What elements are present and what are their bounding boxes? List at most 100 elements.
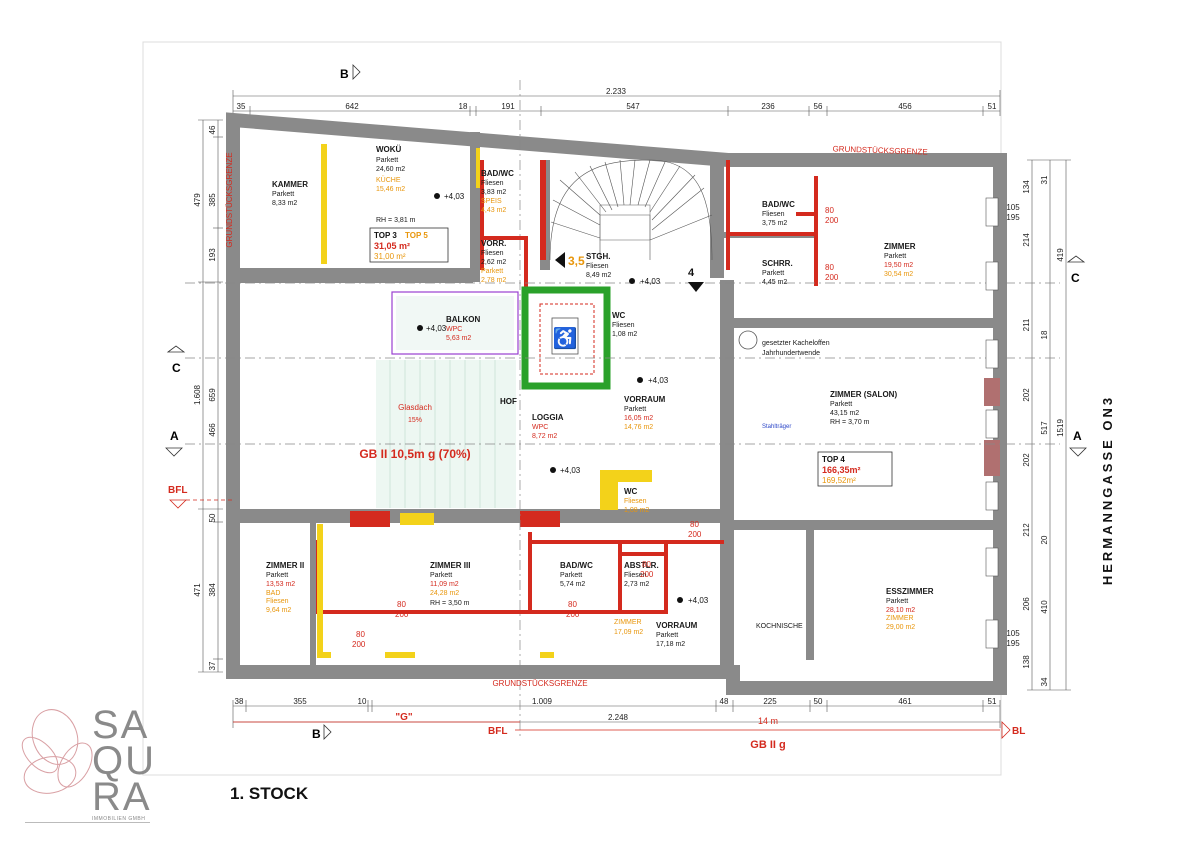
svg-text:419: 419 xyxy=(1056,248,1065,262)
svg-text:202: 202 xyxy=(1022,388,1031,402)
axis-lines xyxy=(185,80,1060,740)
svg-text:RH = 3,81 m: RH = 3,81 m xyxy=(376,217,416,224)
room-bad-wc-3: BAD/WC Parkett 5,74 m2 xyxy=(560,561,593,588)
svg-text:56: 56 xyxy=(814,102,823,111)
svg-text:Fliesen: Fliesen xyxy=(612,322,635,329)
svg-text:200: 200 xyxy=(640,570,654,579)
svg-text:195: 195 xyxy=(1006,213,1020,222)
svg-text:14 m: 14 m xyxy=(758,716,778,726)
svg-text:RH = 3,50 m: RH = 3,50 m xyxy=(430,600,470,607)
svg-text:461: 461 xyxy=(898,697,912,706)
svg-text:456: 456 xyxy=(898,102,912,111)
section-markers: B B C C A A xyxy=(165,64,1087,741)
glass-roof xyxy=(376,360,516,508)
svg-text:191: 191 xyxy=(501,102,515,111)
svg-text:466: 466 xyxy=(208,423,217,437)
room-schrr: SCHRR. Parkett 4,45 m2 xyxy=(762,259,793,286)
svg-text:166,35m²: 166,35m² xyxy=(822,465,861,475)
logo-divider xyxy=(25,822,150,823)
svg-text:WC: WC xyxy=(624,487,638,496)
svg-text:ESSZIMMER: ESSZIMMER xyxy=(886,587,934,596)
building-class-label: GB II 10,5m g (70%) xyxy=(359,447,470,461)
dimension-line-left xyxy=(198,119,223,673)
section-b-bottom: B xyxy=(312,727,321,741)
svg-text:WOKÜ: WOKÜ xyxy=(376,145,402,154)
svg-text:547: 547 xyxy=(626,102,640,111)
svg-text:80: 80 xyxy=(642,560,651,569)
room-stgh: STGH. Fliesen 8,49 m2 xyxy=(586,252,611,279)
svg-text:ZIMMER (SALON): ZIMMER (SALON) xyxy=(830,390,897,399)
svg-text:Parkett: Parkett xyxy=(266,572,288,579)
svg-text:80: 80 xyxy=(397,600,406,609)
svg-text:13,53 m2: 13,53 m2 xyxy=(266,581,295,588)
svg-text:80: 80 xyxy=(356,630,365,639)
svg-text:50: 50 xyxy=(814,697,823,706)
svg-text:200: 200 xyxy=(395,610,409,619)
svg-text:Parkett: Parkett xyxy=(560,572,582,579)
dim-top-values: 35 642 18 191 547 236 56 456 51 xyxy=(237,102,997,111)
svg-text:BAD/WC: BAD/WC xyxy=(560,561,593,570)
svg-text:BFL: BFL xyxy=(488,726,507,737)
svg-text:BALKON: BALKON xyxy=(446,315,480,324)
svg-text:SCHRR.: SCHRR. xyxy=(762,259,793,268)
svg-text:31: 31 xyxy=(1040,175,1049,184)
dimension-line-top xyxy=(232,90,1001,116)
bfl-markers: BFL BFL BL "G" 14 m GB II g xyxy=(168,485,1025,751)
room-zimmer-1: ZIMMER Parkett 19,50 m2 30,54 m2 xyxy=(884,242,916,278)
svg-text:16,05 m2: 16,05 m2 xyxy=(624,415,653,422)
room-bad-wc-1: BAD/WC Fliesen 3,83 m2 SPEIS 4,43 m2 xyxy=(481,169,514,214)
svg-text:WPC: WPC xyxy=(532,424,548,431)
room-vorr: VORR. Fliesen 2,62 m2 Parkett 2,78 m2 xyxy=(481,239,506,284)
svg-text:+4,03: +4,03 xyxy=(640,277,661,286)
svg-text:51: 51 xyxy=(988,102,997,111)
svg-text:17,09 m2: 17,09 m2 xyxy=(614,629,643,636)
svg-text:206: 206 xyxy=(1022,597,1031,611)
boundary-labels: GRUNDSTÜCKSGRENZE GRUNDSTÜCKSGRENZE GRUN… xyxy=(225,144,928,688)
svg-text:384: 384 xyxy=(208,583,217,597)
svg-text:8,72 m2: 8,72 m2 xyxy=(532,433,557,440)
svg-text:Fliesen: Fliesen xyxy=(481,250,504,257)
svg-text:Parkett: Parkett xyxy=(272,191,294,198)
kacheloffen-note: gesetzter Kacheloffen Jahrhundertwende xyxy=(738,330,830,357)
svg-text:ZIMMER: ZIMMER xyxy=(886,615,914,622)
svg-text:642: 642 xyxy=(345,102,359,111)
svg-text:gesetzter Kacheloffen: gesetzter Kacheloffen xyxy=(762,340,830,347)
svg-text:Parkett: Parkett xyxy=(376,157,398,164)
top-3-5-box: TOP 3 TOP 5 31,05 m² 31,00 m² xyxy=(369,227,449,263)
svg-text:200: 200 xyxy=(352,640,366,649)
svg-text:9,64 m2: 9,64 m2 xyxy=(266,607,291,614)
svg-text:BL: BL xyxy=(1012,726,1025,737)
svg-text:ZIMMER II: ZIMMER II xyxy=(266,561,304,570)
svg-text:200: 200 xyxy=(688,530,702,539)
svg-text:2,62 m2: 2,62 m2 xyxy=(481,259,506,266)
svg-text:195: 195 xyxy=(1006,639,1020,648)
svg-text:211: 211 xyxy=(1022,318,1031,331)
svg-text:Fliesen: Fliesen xyxy=(762,211,785,218)
logo-flower-icon xyxy=(21,709,93,794)
svg-text:80: 80 xyxy=(825,263,834,272)
svg-text:RH = 3,70 m: RH = 3,70 m xyxy=(830,419,870,426)
lift-shaft: ♿ xyxy=(521,286,611,390)
svg-text:ZIMMER III: ZIMMER III xyxy=(430,561,470,570)
svg-text:385: 385 xyxy=(208,193,217,207)
svg-text:410: 410 xyxy=(1040,600,1049,614)
svg-text:4,45 m2: 4,45 m2 xyxy=(762,279,787,286)
svg-text:GRUNDSTÜCKSGRENZE: GRUNDSTÜCKSGRENZE xyxy=(492,679,587,688)
svg-text:19,50 m2: 19,50 m2 xyxy=(884,262,913,269)
svg-text:2,78 m2: 2,78 m2 xyxy=(481,277,506,284)
room-wc-1: WC Fliesen 1,08 m2 xyxy=(612,311,637,338)
staircase xyxy=(549,159,713,261)
svg-text:2,73 m2: 2,73 m2 xyxy=(624,581,649,588)
svg-text:VORRAUM: VORRAUM xyxy=(656,621,698,630)
svg-text:471: 471 xyxy=(193,583,202,597)
svg-text:80: 80 xyxy=(568,600,577,609)
room-abstlr: ABSTLR. Fliesen 2,73 m2 xyxy=(624,561,659,588)
section-a-left: A xyxy=(170,429,179,443)
room-bad-wc-2: BAD/WC Fliesen 3,75 m2 xyxy=(762,200,795,227)
svg-text:1.009: 1.009 xyxy=(532,697,553,706)
section-c-right: C xyxy=(1071,271,1080,285)
section-c-left: C xyxy=(172,361,181,375)
room-zimmer-ii: ZIMMER II Parkett 13,53 m2 BAD Fliesen 9… xyxy=(266,561,304,614)
svg-text:17,18 m2: 17,18 m2 xyxy=(656,641,685,648)
svg-text:1,08 m2: 1,08 m2 xyxy=(612,331,637,338)
